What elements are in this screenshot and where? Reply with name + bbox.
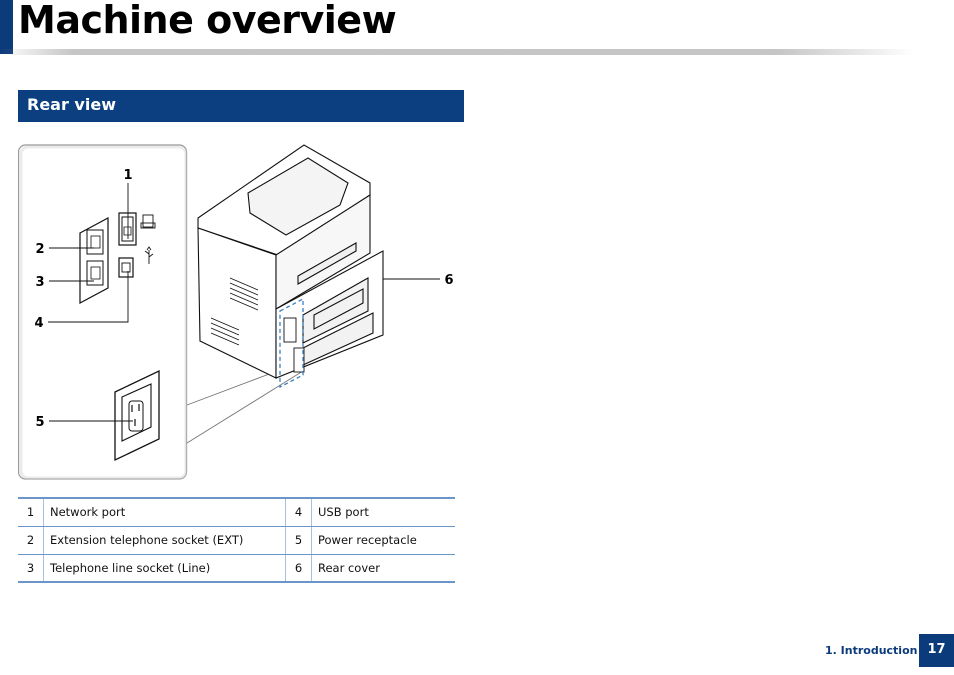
title-underline xyxy=(0,49,915,55)
table-row: 3 Telephone line socket (Line) 6 Rear co… xyxy=(18,554,455,583)
section-header: Rear view xyxy=(18,90,464,122)
port-area-highlight xyxy=(279,297,304,389)
section-title: Rear view xyxy=(27,95,116,114)
part-name: Rear cover xyxy=(311,554,455,583)
network-port-detail xyxy=(118,212,156,246)
parts-legend-table: 1 Network port 4 USB port 2 Extension te… xyxy=(18,497,455,583)
chapter-label: 1. Introduction xyxy=(825,644,918,657)
part-number: 5 xyxy=(285,526,312,555)
part-name: USB port xyxy=(311,497,455,527)
phone-sockets-detail xyxy=(79,216,109,305)
callout-badge-6: 6 xyxy=(440,270,458,288)
rear-view-illustration: 1 2 3 4 5 6 xyxy=(18,144,458,480)
callout-label-3: 3 xyxy=(35,275,44,290)
part-number: 6 xyxy=(285,554,312,583)
callout-label-6: 6 xyxy=(444,273,453,288)
callout-label-5: 5 xyxy=(35,415,44,430)
callout-label-1: 1 xyxy=(123,168,132,183)
part-name: Network port xyxy=(43,497,286,527)
part-number: 2 xyxy=(18,526,44,555)
callout-badge-5: 5 xyxy=(31,412,49,430)
page-title: Machine overview xyxy=(18,0,397,42)
callout-lines xyxy=(48,182,440,422)
part-name: Telephone line socket (Line) xyxy=(43,554,286,583)
callout-label-2: 2 xyxy=(35,242,44,257)
usb-port-detail xyxy=(118,246,154,278)
page-number: 17 xyxy=(919,634,954,667)
callout-label-4: 4 xyxy=(34,316,43,331)
part-name: Extension telephone socket (EXT) xyxy=(43,526,286,555)
callout-badge-1: 1 xyxy=(119,165,137,183)
title-accent-bar xyxy=(0,0,13,54)
part-number: 1 xyxy=(18,497,44,527)
table-row: 1 Network port 4 USB port xyxy=(18,497,455,527)
callout-badge-2: 2 xyxy=(31,239,49,257)
part-name: Power receptacle xyxy=(311,526,455,555)
part-number: 4 xyxy=(285,497,312,527)
part-number: 3 xyxy=(18,554,44,583)
callout-badge-3: 3 xyxy=(31,272,49,290)
table-row: 2 Extension telephone socket (EXT) 5 Pow… xyxy=(18,526,455,555)
printer-machine xyxy=(197,144,384,379)
callout-badge-4: 4 xyxy=(30,313,48,331)
power-receptacle-detail xyxy=(114,369,160,462)
